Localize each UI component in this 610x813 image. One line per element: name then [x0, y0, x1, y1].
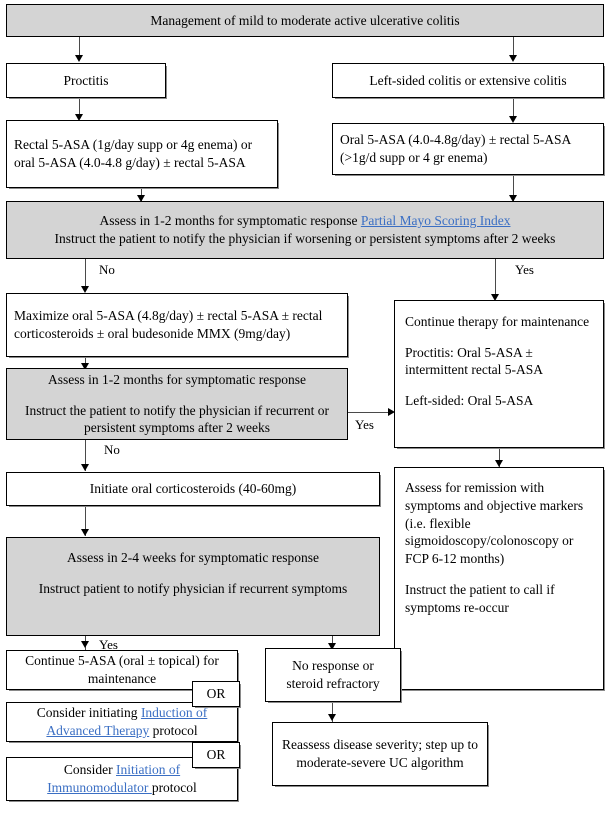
connector-header-to-proctitis	[79, 37, 80, 55]
arrowhead-rectalasa-to-assess1	[137, 195, 145, 202]
connector-assess1-yes	[495, 259, 496, 294]
node-continue-5asa-text: Continue 5-ASA (oral ± topical) for main…	[25, 653, 219, 686]
arrowhead-proctitis-to-rectalasa	[75, 114, 83, 121]
node-advanced-therapy-protocol: Consider initiating Induction of Advance…	[6, 702, 238, 742]
node-assess-1-line2: Instruct the patient to notify the physi…	[54, 231, 556, 246]
node-oral-5asa-text: Oral 5-ASA (4.0-4.8g/day) ± rectal 5-ASA…	[340, 132, 571, 165]
node-proctitis-text: Proctitis	[63, 72, 109, 88]
arrowhead-oralasa-to-assess1	[509, 195, 517, 202]
link-initiation-of-immunomodulator[interactable]: Initiation of Immunomodulator	[47, 762, 181, 795]
arrowhead-assess3-yes	[81, 641, 89, 648]
arrowhead-assess3-to-noresponse	[328, 643, 336, 650]
connector-or-2: OR	[192, 742, 240, 768]
node-header: Management of mild to moderate active ul…	[6, 4, 604, 37]
node-assess-1-2-months-initial: Assess in 1-2 months for symptomatic res…	[6, 201, 604, 259]
node-immunomodulator-text: Consider Initiation of Immunomodulator p…	[14, 761, 230, 797]
node-remission-line2: Instruct the patient to call if symptoms…	[405, 581, 555, 615]
connector-proctitis-to-rectalasa	[79, 98, 80, 114]
connector-noresponse-to-reassess	[332, 702, 333, 722]
connector-steroids-to-assess3	[85, 506, 86, 536]
connector-assess1-no	[85, 259, 86, 286]
node-maximize-oral-5asa: Maximize oral 5-ASA (4.8g/day) ± rectal …	[6, 293, 348, 357]
connector-leftsided-to-oralasa	[513, 98, 514, 116]
connector-rectalasa-to-assess1	[141, 188, 142, 201]
edge-label-no-2: No	[104, 442, 120, 457]
node-maximize-oral-5asa-text: Maximize oral 5-ASA (4.8g/day) ± rectal …	[14, 308, 323, 341]
node-proctitis: Proctitis	[6, 63, 166, 98]
node-assess-2-4-weeks: Assess in 2-4 weeks for symptomatic resp…	[6, 537, 380, 636]
edge-label-yes-3: Yes	[99, 637, 118, 652]
node-no-response-text: No response or steroid refractory	[286, 658, 380, 691]
or-1-label: OR	[206, 686, 226, 701]
node-remission-line1: Assess for remission with symptoms and o…	[405, 480, 584, 567]
advanced-prefix-text: Consider initiating	[36, 705, 141, 721]
node-assess-for-remission: Assess for remission with symptoms and o…	[394, 467, 604, 690]
node-reassess-text: Reassess disease severity; step up to mo…	[281, 737, 479, 770]
node-continue-therapy-line1: Continue therapy for maintenance	[405, 314, 590, 329]
connector-oralasa-to-assess1	[513, 175, 514, 201]
immuno-suffix-text: protocol	[151, 780, 197, 795]
node-rectal-5asa: Rectal 5-ASA (1g/day supp or 4g enema) o…	[6, 120, 278, 188]
node-left-sided-colitis-text: Left-sided colitis or extensive colitis	[369, 72, 567, 88]
assess1-prefix-text: Assess in 1-2 months for symptomatic res…	[99, 213, 361, 229]
node-advanced-therapy-text: Consider initiating Induction of Advance…	[14, 704, 230, 740]
or-2-label: OR	[206, 747, 226, 762]
arrowhead-assess2-no	[81, 464, 89, 471]
arrowhead-noresponse-to-reassess	[328, 714, 336, 721]
node-assess-3-line1: Assess in 2-4 weeks for symptomatic resp…	[67, 550, 319, 565]
connector-continue-to-remission	[499, 448, 500, 467]
node-assess-3-line2: Instruct patient to notify physician if …	[38, 580, 348, 596]
node-initiate-oral-corticosteroids-text: Initiate oral corticosteroids (40-60mg)	[89, 481, 297, 497]
node-oral-5asa: Oral 5-ASA (4.0-4.8g/day) ± rectal 5-ASA…	[332, 123, 604, 175]
arrowhead-leftsided-to-oralasa	[509, 116, 517, 123]
advanced-suffix-text: protocol	[149, 723, 198, 738]
node-header-text: Management of mild to moderate active ul…	[150, 12, 460, 28]
node-assess-2-line2: Instruct the patient to notify the physi…	[24, 402, 330, 436]
immuno-prefix-text: Consider	[63, 762, 116, 778]
node-rectal-5asa-text: Rectal 5-ASA (1g/day supp or 4g enema) o…	[14, 137, 253, 170]
node-continue-therapy-maintenance: Continue therapy for maintenance Proctit…	[394, 300, 604, 448]
node-continue-therapy-line2: Proctitis: Oral 5-ASA ± intermittent rec…	[405, 344, 543, 378]
node-initiate-oral-corticosteroids: Initiate oral corticosteroids (40-60mg)	[6, 472, 380, 506]
edge-label-yes-2: Yes	[355, 417, 374, 432]
node-assess-1-2-months-recurrent: Assess in 1-2 months for symptomatic res…	[6, 368, 348, 440]
connector-header-to-leftsided	[513, 37, 514, 55]
arrowhead-assess1-yes	[491, 294, 499, 301]
arrowhead-steroids-to-assess3	[81, 529, 89, 536]
arrowhead-assess1-no	[81, 286, 89, 293]
edge-label-yes-1: Yes	[515, 262, 534, 277]
edge-label-no-1: No	[99, 262, 115, 277]
node-reassess-disease-severity: Reassess disease severity; step up to mo…	[272, 722, 488, 786]
connector-assess2-no	[85, 440, 86, 471]
link-induction-of-advanced-therapy[interactable]: Induction of Advanced Therapy	[46, 705, 208, 738]
connector-assess2-yes	[348, 412, 391, 413]
node-continue-5asa-maintenance: Continue 5-ASA (oral ± topical) for main…	[6, 650, 238, 690]
arrowhead-header-to-leftsided	[509, 55, 517, 62]
node-assess-1-line1: Assess in 1-2 months for symptomatic res…	[17, 212, 593, 230]
arrowhead-maximize-to-assess2	[81, 363, 89, 370]
arrowhead-header-to-proctitis	[75, 55, 83, 62]
connector-or-1: OR	[192, 681, 240, 707]
node-left-sided-colitis: Left-sided colitis or extensive colitis	[332, 63, 604, 98]
arrowhead-continue-to-remission	[495, 460, 503, 467]
node-assess-2-line1: Assess in 1-2 months for symptomatic res…	[48, 371, 306, 387]
node-continue-therapy-line3: Left-sided: Oral 5-ASA	[405, 393, 534, 409]
link-partial-mayo-scoring-index[interactable]: Partial Mayo Scoring Index	[360, 213, 511, 229]
node-no-response-steroid-refractory: No response or steroid refractory	[265, 648, 401, 702]
arrowhead-assess2-yes	[388, 408, 395, 416]
